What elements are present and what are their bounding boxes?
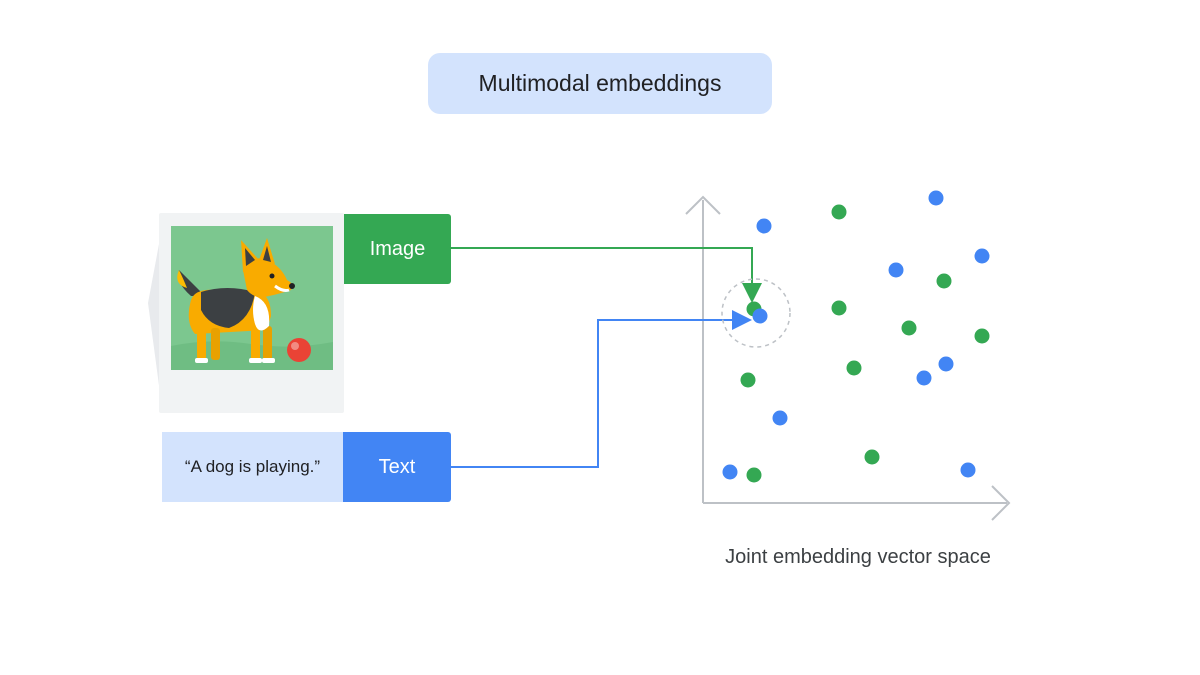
blue-embedding-point [928, 190, 944, 206]
image-label: Image [344, 214, 451, 284]
green-embedding-point [901, 320, 917, 336]
blue-embedding-point [916, 370, 932, 386]
dog-illustration [171, 226, 333, 370]
embedding-points [722, 190, 990, 483]
matched-blue-point [752, 308, 768, 324]
diagram-title: Multimodal embeddings [428, 53, 772, 114]
image-connector [451, 247, 762, 303]
text-connector [451, 310, 752, 468]
green-embedding-point [846, 360, 862, 376]
blue-embedding-point [722, 464, 738, 480]
match-highlight-circle [721, 278, 791, 348]
green-embedding-point [831, 300, 847, 316]
blue-embedding-point [960, 462, 976, 478]
blue-embedding-point [938, 356, 954, 372]
text-quote: “A dog is playing.” [162, 432, 343, 502]
green-embedding-point [740, 372, 756, 388]
dog-photo [171, 226, 333, 370]
blue-embedding-point [756, 218, 772, 234]
photo-shadow [148, 228, 162, 408]
green-embedding-point [974, 328, 990, 344]
green-embedding-point [746, 467, 762, 483]
vector-space-caption: Joint embedding vector space [725, 546, 991, 568]
y-axis-arrowhead [685, 195, 721, 215]
blue-embedding-point [888, 262, 904, 278]
green-embedding-point [831, 204, 847, 220]
text-label: Text [343, 432, 451, 502]
blue-embedding-point [772, 410, 788, 426]
green-embedding-point [864, 449, 880, 465]
blue-embedding-point [974, 248, 990, 264]
green-embedding-point [936, 273, 952, 289]
x-axis-arrowhead [991, 485, 1011, 521]
axes [685, 195, 1011, 521]
